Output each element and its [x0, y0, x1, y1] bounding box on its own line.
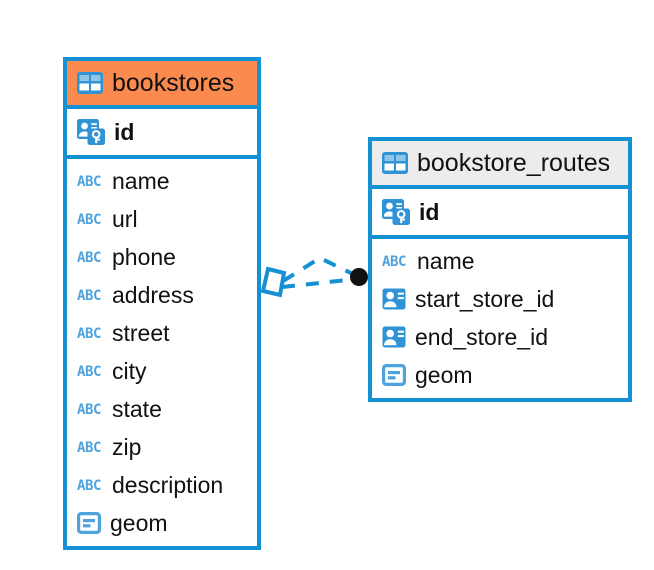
svg-text:ABC: ABC [77, 440, 101, 455]
table-icon [382, 152, 408, 174]
field-row-id[interactable]: id [372, 189, 628, 235]
svg-text:ABC: ABC [77, 250, 101, 265]
field-label-id: id [114, 118, 135, 145]
field-row-address[interactable]: ABC address [67, 276, 257, 314]
field-label-geom: geom [415, 361, 473, 388]
entity-header-bookstore-routes[interactable]: bookstore_routes [372, 141, 628, 189]
field-row-state[interactable]: ABC state [67, 390, 257, 428]
field-label-phone: phone [112, 243, 176, 270]
fields-block-bookstores: ABC name ABC url ABC phone ABC [67, 159, 257, 546]
svg-text:ABC: ABC [77, 402, 101, 417]
field-row-street[interactable]: ABC street [67, 314, 257, 352]
field-row-end-store-id[interactable]: end_store_id [372, 318, 628, 356]
relationship-line-upper [281, 255, 358, 283]
field-label-url: url [112, 205, 138, 232]
geometry-icon [77, 512, 101, 534]
field-label-zip: zip [112, 433, 142, 460]
field-label-start-store-id: start_store_id [415, 285, 555, 312]
field-row-name[interactable]: ABC name [67, 162, 257, 200]
abc-text-icon: ABC [77, 212, 101, 227]
abc-text-icon: ABC [77, 288, 101, 303]
field-label-end-store-id: end_store_id [415, 323, 548, 350]
field-label-city: city [112, 357, 147, 384]
relationship-line-lower [281, 277, 358, 289]
geometry-icon [382, 364, 406, 386]
foreign-key-icon [382, 288, 406, 310]
foreign-key-icon [382, 326, 406, 348]
svg-text:ABC: ABC [77, 326, 101, 341]
entity-bookstores[interactable]: bookstores id [63, 57, 261, 550]
field-row-name[interactable]: ABC name [372, 242, 628, 280]
pk-band-bookstores: id [67, 109, 257, 159]
fields-block-bookstore-routes: ABC name start_store_id [372, 239, 628, 398]
svg-text:ABC: ABC [77, 478, 101, 493]
field-label-street: street [112, 319, 170, 346]
field-row-start-store-id[interactable]: start_store_id [372, 280, 628, 318]
field-label-state: state [112, 395, 162, 422]
field-row-id[interactable]: id [67, 109, 257, 155]
field-row-description[interactable]: ABC description [67, 466, 257, 504]
abc-text-icon: ABC [77, 326, 101, 341]
field-row-zip[interactable]: ABC zip [67, 428, 257, 466]
field-label-geom: geom [110, 509, 168, 536]
entity-bookstore-routes[interactable]: bookstore_routes id [368, 137, 632, 402]
table-icon [77, 72, 103, 94]
field-label-id: id [419, 198, 440, 225]
field-label-address: address [112, 281, 194, 308]
abc-text-icon: ABC [77, 402, 101, 417]
abc-text-icon: ABC [77, 478, 101, 493]
svg-text:ABC: ABC [77, 174, 101, 189]
abc-text-icon: ABC [77, 440, 101, 455]
primary-key-icon [382, 199, 410, 225]
svg-text:ABC: ABC [77, 212, 101, 227]
primary-key-icon [77, 119, 105, 145]
abc-text-icon: ABC [382, 254, 406, 269]
svg-text:ABC: ABC [382, 254, 406, 269]
svg-text:ABC: ABC [77, 288, 101, 303]
abc-text-icon: ABC [77, 174, 101, 189]
field-row-geom[interactable]: geom [372, 356, 628, 394]
entity-title-bookstore-routes: bookstore_routes [417, 148, 611, 177]
filled-circle-marker [350, 268, 368, 286]
entity-header-bookstores[interactable]: bookstores [67, 61, 257, 109]
field-row-city[interactable]: ABC city [67, 352, 257, 390]
entity-title-bookstores: bookstores [112, 68, 235, 97]
field-label-description: description [112, 471, 224, 498]
svg-text:ABC: ABC [77, 364, 101, 379]
field-label-name: name [417, 247, 475, 274]
abc-text-icon: ABC [77, 250, 101, 265]
field-row-phone[interactable]: ABC phone [67, 238, 257, 276]
field-row-geom[interactable]: geom [67, 504, 257, 542]
abc-text-icon: ABC [77, 364, 101, 379]
field-label-name: name [112, 167, 170, 194]
field-row-url[interactable]: ABC url [67, 200, 257, 238]
rhombus-marker [260, 266, 287, 298]
pk-band-bookstore-routes: id [372, 189, 628, 239]
